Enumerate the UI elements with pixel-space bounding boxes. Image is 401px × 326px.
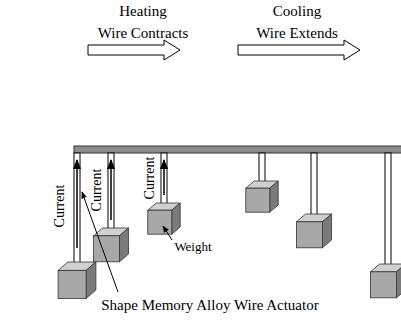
weight-side: [172, 203, 180, 234]
sma-wire: [385, 153, 391, 268]
weight-top: [370, 264, 401, 272]
current-arrow: [163, 160, 165, 195]
sma-wire: [259, 153, 265, 185]
heading-label: Wire Extends: [256, 25, 337, 42]
weight-front: [296, 222, 322, 248]
weight-front: [246, 188, 270, 212]
weight-side: [119, 228, 128, 262]
heading-label: Heating: [119, 3, 166, 20]
sma-wire: [161, 153, 167, 207]
weight-side: [396, 264, 401, 298]
current-label: Current: [52, 185, 68, 228]
leader-line: [163, 226, 172, 240]
heading-label: Wire Contracts: [98, 25, 189, 42]
motion-arrow: [238, 40, 360, 60]
weight-side: [270, 181, 278, 212]
weight-side: [322, 214, 331, 248]
weight-side: [86, 262, 96, 298]
sma-wire: [74, 153, 80, 266]
weight-front: [58, 270, 86, 298]
part-label: Shape Memory Alloy Wire Actuator: [101, 297, 318, 314]
sma-wire: [311, 153, 317, 218]
heading-label: Cooling: [273, 3, 321, 20]
current-arrow: [110, 160, 112, 220]
sma-wire: [108, 153, 114, 232]
part-label: Weight: [174, 240, 211, 255]
support-bar: [74, 146, 401, 153]
weight-front: [370, 272, 396, 298]
motion-arrow: [88, 40, 180, 60]
current-label: Current: [142, 157, 158, 200]
weight-front: [93, 236, 119, 262]
current-arrow: [76, 160, 78, 248]
current-label: Current: [89, 169, 105, 212]
weight-front: [148, 210, 172, 234]
